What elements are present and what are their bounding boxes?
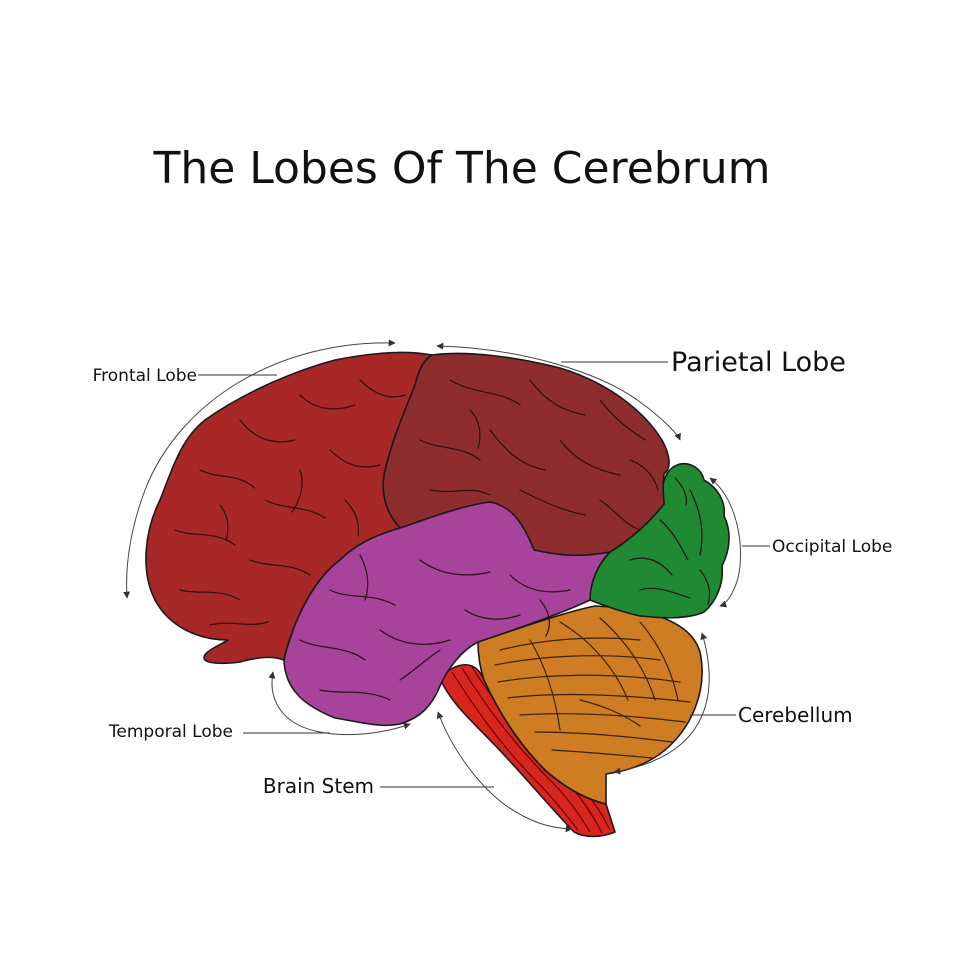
occipital-lobe-label: Occipital Lobe bbox=[772, 537, 892, 557]
brain-stem-label: Brain Stem bbox=[263, 774, 374, 798]
occipital-lobe-arc bbox=[709, 477, 741, 608]
diagram-title: The Lobes Of The Cerebrum bbox=[152, 143, 770, 194]
parietal-lobe-arc bbox=[436, 342, 681, 441]
brain-stem-arc bbox=[436, 711, 573, 833]
frontal-lobe-label: Frontal Lobe bbox=[93, 366, 197, 386]
cerebellum-label: Cerebellum bbox=[738, 703, 853, 727]
temporal-lobe-arc bbox=[268, 671, 411, 736]
cerebellum-arc bbox=[613, 632, 710, 775]
parietal-lobe-label: Parietal Lobe bbox=[671, 347, 846, 378]
temporal-lobe-label: Temporal Lobe bbox=[108, 722, 233, 742]
cerebellum-shape bbox=[477, 605, 703, 805]
cerebellum-region bbox=[477, 605, 703, 805]
occipital-lobe-shape bbox=[589, 462, 730, 619]
occipital-lobe-region bbox=[589, 462, 730, 619]
frontal-lobe-arc bbox=[123, 339, 396, 599]
